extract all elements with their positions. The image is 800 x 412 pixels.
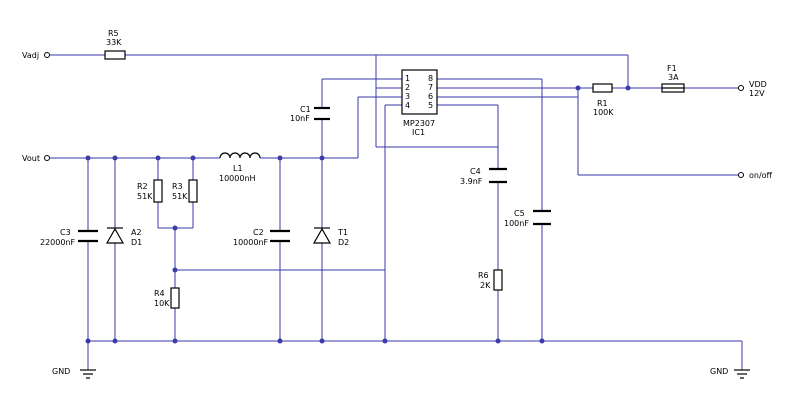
- resistor-icon: [153, 179, 163, 203]
- port-onoff: on/off: [738, 171, 773, 180]
- port-vadj: Vadj: [22, 51, 50, 60]
- ic-body: [401, 69, 438, 115]
- vadj-label: Vadj: [22, 51, 39, 60]
- r4-value: 10K: [154, 299, 170, 308]
- d2-value: D2: [338, 238, 349, 247]
- c1-ref: C1: [300, 105, 311, 114]
- resistor-r6: R6 2K: [478, 269, 503, 291]
- f1-value: 3A: [668, 73, 679, 82]
- ic-pin-7: 7: [428, 83, 433, 92]
- r4-ref: R4: [154, 289, 165, 298]
- ic-pin-6: 6: [428, 92, 433, 101]
- r5-ref: R5: [108, 29, 119, 38]
- c4-value: 3.9nF: [460, 177, 483, 186]
- ic-pin-4: 4: [405, 101, 410, 110]
- ic-pin-2: 2: [405, 83, 410, 92]
- c5-value: 100nF: [504, 219, 529, 228]
- resistor-icon: [592, 83, 613, 93]
- ic-pin-1: 1: [405, 74, 410, 83]
- r3-ref: R3: [172, 182, 183, 191]
- ic-part-number: MP2307: [403, 119, 435, 128]
- onoff-terminal: [738, 172, 744, 178]
- c3-value: 22000nF: [40, 238, 76, 247]
- gnd-right-label: GND: [710, 367, 728, 376]
- r1-ref: R1: [597, 99, 608, 108]
- vdd-terminal: [738, 85, 744, 91]
- ground-right: GND: [710, 367, 750, 379]
- c5-ref: C5: [514, 209, 525, 218]
- onoff-label: on/off: [749, 171, 773, 180]
- r5-value: 33K: [106, 38, 122, 47]
- r2-ref: R2: [137, 182, 148, 191]
- gnd-left-label: GND: [52, 367, 70, 376]
- resistor-icon: [170, 287, 180, 309]
- resistor-r3: R3 51K: [172, 179, 198, 203]
- vout-label: Vout: [22, 154, 40, 163]
- c4-ref: C4: [470, 167, 481, 176]
- r3-value: 51K: [172, 192, 188, 201]
- resistor-r4: R4 10K: [154, 287, 180, 309]
- inductor-l1: L1 10000nH: [219, 152, 261, 183]
- vdd-voltage-label: 12V: [749, 89, 765, 98]
- capacitor-c4: C4 3.9nF: [460, 167, 507, 186]
- vdd-label: VDD: [749, 80, 767, 89]
- diode-icon: [312, 227, 332, 244]
- resistor-icon: [188, 179, 198, 203]
- capacitor-c2: C2 10000nF: [233, 228, 290, 247]
- junction-nodes: [85, 85, 631, 344]
- capacitor-c3: C3 22000nF: [40, 228, 98, 247]
- resistor-icon: [493, 269, 503, 291]
- vadj-terminal: [44, 52, 50, 58]
- resistor-r1: R1 100K: [592, 83, 614, 117]
- capacitor-c1: C1 10nF: [290, 105, 330, 123]
- c1-value: 10nF: [290, 114, 310, 123]
- c2-value: 10000nF: [233, 238, 269, 247]
- ic-pin-5: 5: [428, 101, 433, 110]
- c3-ref: C3: [60, 228, 71, 237]
- diode-d2: T1 D2: [312, 227, 349, 247]
- resistor-r5: R5 33K: [104, 29, 126, 60]
- ic-mp2307: 1 2 3 4 8 7 6 5 MP2307 IC1: [401, 69, 438, 137]
- vout-terminal: [44, 155, 50, 161]
- ic-ref: IC1: [412, 128, 425, 137]
- port-vout: Vout: [22, 154, 50, 163]
- fuse-f1: F1 3A: [661, 64, 685, 93]
- r6-ref: R6: [478, 271, 489, 280]
- port-vdd: VDD 12V: [738, 80, 767, 98]
- ic-pin-3: 3: [405, 92, 410, 101]
- wires: [50, 54, 743, 370]
- d2-ref: T1: [337, 228, 348, 237]
- l1-value: 10000nH: [219, 174, 256, 183]
- diode-icon: [105, 227, 125, 244]
- capacitor-c5: C5 100nF: [504, 209, 551, 228]
- r6-value: 2K: [480, 281, 491, 290]
- c2-ref: C2: [253, 228, 264, 237]
- d1-ref: A2: [131, 228, 142, 237]
- ground-left: GND: [52, 367, 96, 379]
- ic-pin-8: 8: [428, 74, 433, 83]
- r2-value: 51K: [137, 192, 153, 201]
- diode-d1: A2 D1: [105, 227, 142, 247]
- d1-value: D1: [131, 238, 142, 247]
- resistor-icon: [104, 50, 126, 60]
- resistor-r2: R2 51K: [137, 179, 163, 203]
- inductor-icon: [219, 152, 261, 159]
- r1-value: 100K: [593, 108, 614, 117]
- f1-ref: F1: [667, 64, 677, 73]
- l1-ref: L1: [233, 164, 243, 173]
